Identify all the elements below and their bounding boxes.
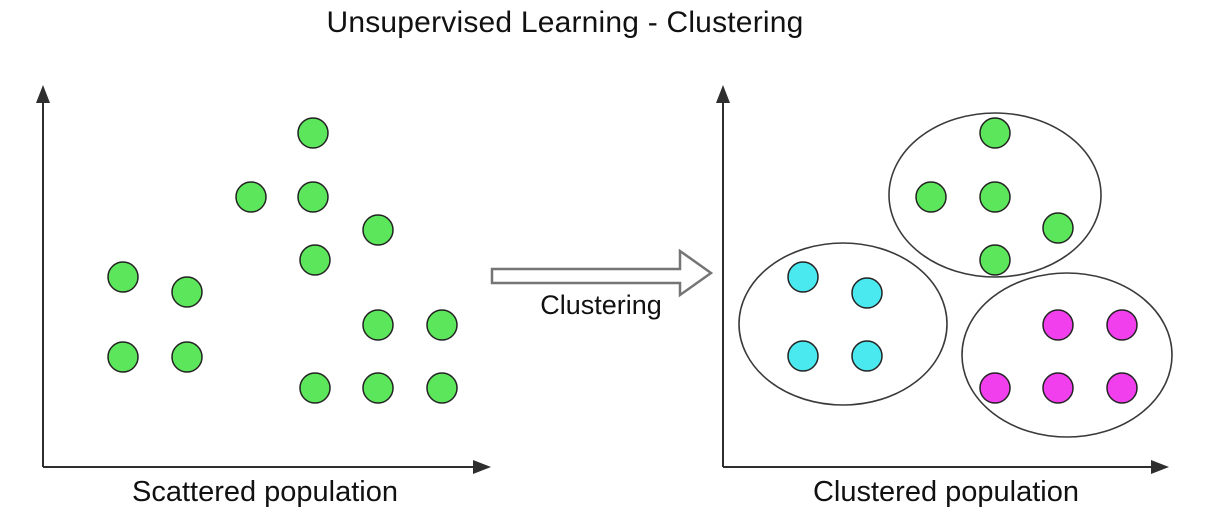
clustering-arrow-icon [490,248,714,298]
right-panel-axes [716,85,1169,474]
left-y-axis-arrowhead-icon [36,85,50,103]
scatter-dot [362,214,394,246]
left-panel-label: Scattered population [131,476,399,508]
scatter-dot [107,341,139,373]
scatter-dot [299,372,331,404]
cyan-cluster-dot [851,340,883,372]
scatter-dot [299,244,331,276]
magenta-cluster-dot [1106,372,1138,404]
scatter-dot [171,341,203,373]
diagram-title: Unsupervised Learning - Clustering [326,6,804,39]
scatter-dot [171,276,203,308]
left-panel-axes [36,85,491,474]
scatter-dot [426,309,458,341]
cyan-cluster-dot [851,277,883,309]
green-cluster-dot [1042,212,1074,244]
left-x-axis-arrowhead-icon [473,460,491,474]
cyan-cluster-ellipse [738,242,948,406]
scatter-dot [297,117,329,149]
right-x-axis-arrowhead-icon [1151,460,1169,474]
scatter-dot [297,181,329,213]
green-cluster-dot [979,244,1011,276]
cyan-cluster-dot [787,261,819,293]
green-cluster-dot [979,117,1011,149]
scatter-dot [362,309,394,341]
magenta-cluster-dot [979,372,1011,404]
green-cluster-dot [915,181,947,213]
magenta-cluster-dot [1042,372,1074,404]
scatter-dot [107,261,139,293]
magenta-cluster-ellipse [961,272,1173,438]
clustering-arrow-label: Clustering [540,290,662,320]
green-cluster-dot [979,181,1011,213]
green-cluster-ellipse [888,112,1102,278]
magenta-cluster-dot [1106,309,1138,341]
scatter-dot [362,372,394,404]
magenta-cluster-dot [1042,309,1074,341]
right-y-axis-arrowhead-icon [716,85,730,103]
scatter-dot [235,181,267,213]
scatter-dot [426,372,458,404]
cyan-cluster-dot [787,340,819,372]
right-panel-label: Clustered population [812,476,1079,508]
diagram-content [107,112,1173,438]
